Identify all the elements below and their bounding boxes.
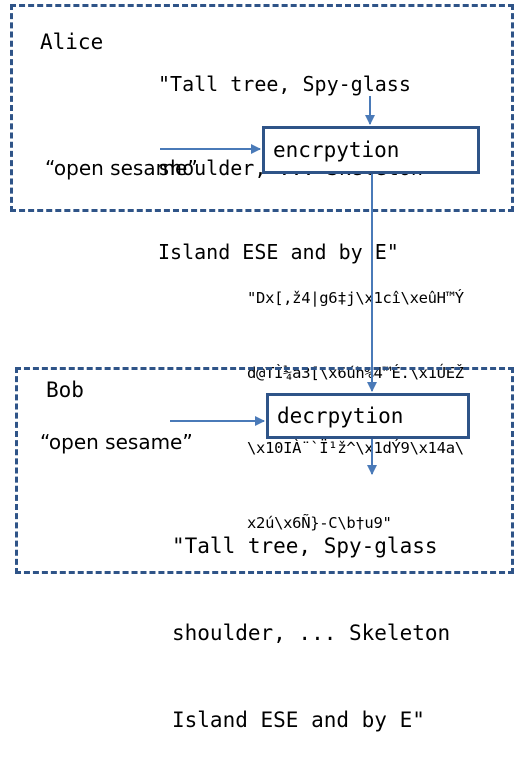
ciphertext: "Dx[,ž4|g6‡j\x1cî\xeûH™Ý d@TÌ¼a3[\x6úh%4… bbox=[247, 236, 464, 561]
alice-passphrase: “open sesame” bbox=[45, 156, 198, 180]
alice-plaintext-line: "Tall tree, Spy-glass bbox=[158, 72, 411, 96]
ciphertext-line: \x10IÀ¨`Ï¹ž^\x1dÝ9\x14a\ bbox=[247, 439, 464, 457]
bob-label: Bob bbox=[46, 378, 84, 402]
bob-plaintext-line: shoulder, ... Skeleton bbox=[172, 621, 451, 645]
arrows-layer bbox=[160, 96, 377, 475]
alice-panel bbox=[10, 4, 514, 212]
alice-label: Alice bbox=[40, 30, 104, 54]
ciphertext-line: "Dx[,ž4|g6‡j\x1cî\xeûH™Ý bbox=[247, 289, 464, 307]
encryption-box: encrpytion bbox=[262, 126, 480, 174]
bob-plaintext-line: Island ESE and by E" bbox=[172, 708, 425, 732]
decryption-box: decrpytion bbox=[266, 393, 470, 439]
decryption-box-label: decrpytion bbox=[277, 404, 404, 428]
alice-plaintext-line: Island ESE and by E" bbox=[158, 240, 399, 264]
ciphertext-line: x2ú\x6Ñ}-C\b†u9" bbox=[247, 514, 392, 532]
bob-passphrase: “open sesame” bbox=[40, 430, 193, 454]
bob-plaintext-line: "Tall tree, Spy-glass bbox=[172, 534, 438, 558]
bob-panel bbox=[15, 367, 514, 574]
encryption-box-label: encrpytion bbox=[273, 138, 400, 162]
